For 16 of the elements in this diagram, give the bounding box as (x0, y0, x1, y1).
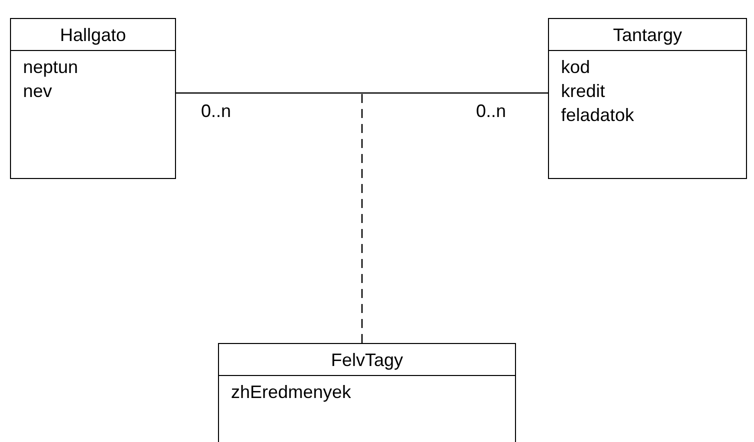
attribute-text: kod (561, 56, 590, 79)
class-box (548, 18, 747, 179)
multiplicity-label: 0..n (201, 100, 232, 122)
attribute-text: nev (23, 80, 52, 103)
class-name: FelvTagy (219, 344, 515, 376)
attribute-text: kredit (561, 80, 606, 103)
multiplicity-label: 0..n (476, 100, 506, 122)
class-name: Hallgato (11, 19, 175, 51)
association-class-link (361, 93, 363, 343)
class-name: Tantargy (549, 19, 746, 51)
attribute-text: zhEredmenyek (231, 381, 352, 404)
class-box (10, 18, 176, 179)
association-line (176, 92, 548, 94)
class-box (218, 343, 516, 442)
attribute-text: neptun (23, 56, 78, 79)
attribute-text: feladatok (561, 104, 634, 127)
